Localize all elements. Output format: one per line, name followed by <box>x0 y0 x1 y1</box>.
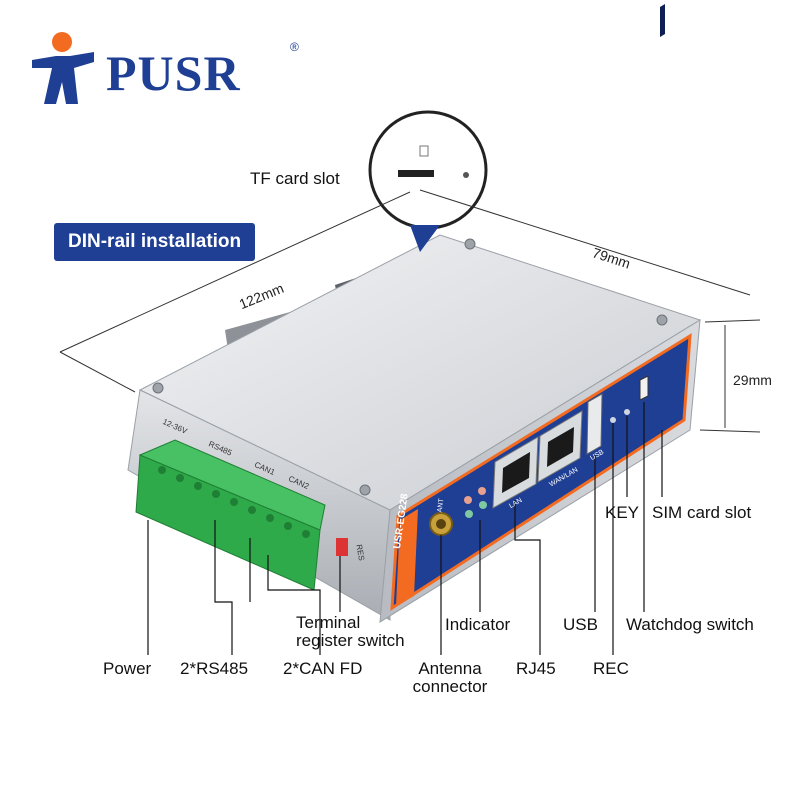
label-key: KEY <box>605 503 640 522</box>
indicator-led-1 <box>464 496 472 504</box>
tf-card-slot-label: TF card slot <box>250 169 340 188</box>
usb-port <box>586 393 603 455</box>
dimension-height: 29mm <box>733 372 772 388</box>
indicator-led-4 <box>479 501 487 509</box>
label-usb: USB <box>563 615 598 634</box>
indicator-led-2 <box>478 487 486 495</box>
brand-logo: PUSR ® <box>28 30 299 108</box>
tf-card-callout <box>368 110 488 252</box>
key-button <box>624 409 630 415</box>
registered-mark: ® <box>290 40 299 54</box>
antenna-connector <box>429 512 453 536</box>
label-watchdog-switch: Watchdog switch <box>626 615 754 634</box>
label-power: Power <box>103 659 152 678</box>
label-can-fd: 2*CAN FD <box>283 659 363 678</box>
label-antenna-line2: connector <box>412 676 488 696</box>
pusr-figure-icon <box>32 32 94 104</box>
rj45-ports <box>492 410 583 509</box>
terminal-switch <box>336 538 348 556</box>
brand-name: PUSR <box>106 45 241 101</box>
watchdog-switch <box>639 375 649 401</box>
label-rs485: 2*RS485 <box>180 659 249 678</box>
label-terminal-switch: Terminal register switch <box>296 614 432 650</box>
rec-led <box>610 417 616 423</box>
label-rec: REC <box>593 659 629 678</box>
label-rj45: RJ45 <box>516 659 556 678</box>
label-antenna-line1: Antenna <box>418 659 482 678</box>
indicator-led-3 <box>465 510 473 518</box>
label-sim-card-slot: SIM card slot <box>652 503 752 522</box>
label-terminal-switch-line1: Terminal <box>296 613 361 632</box>
sim-slot <box>660 4 665 37</box>
label-terminal-switch-line2: register switch <box>296 630 405 650</box>
label-antenna: Antenna connector <box>398 660 502 696</box>
label-indicator: Indicator <box>445 615 511 634</box>
din-rail-badge: DIN-rail installation <box>54 223 256 261</box>
